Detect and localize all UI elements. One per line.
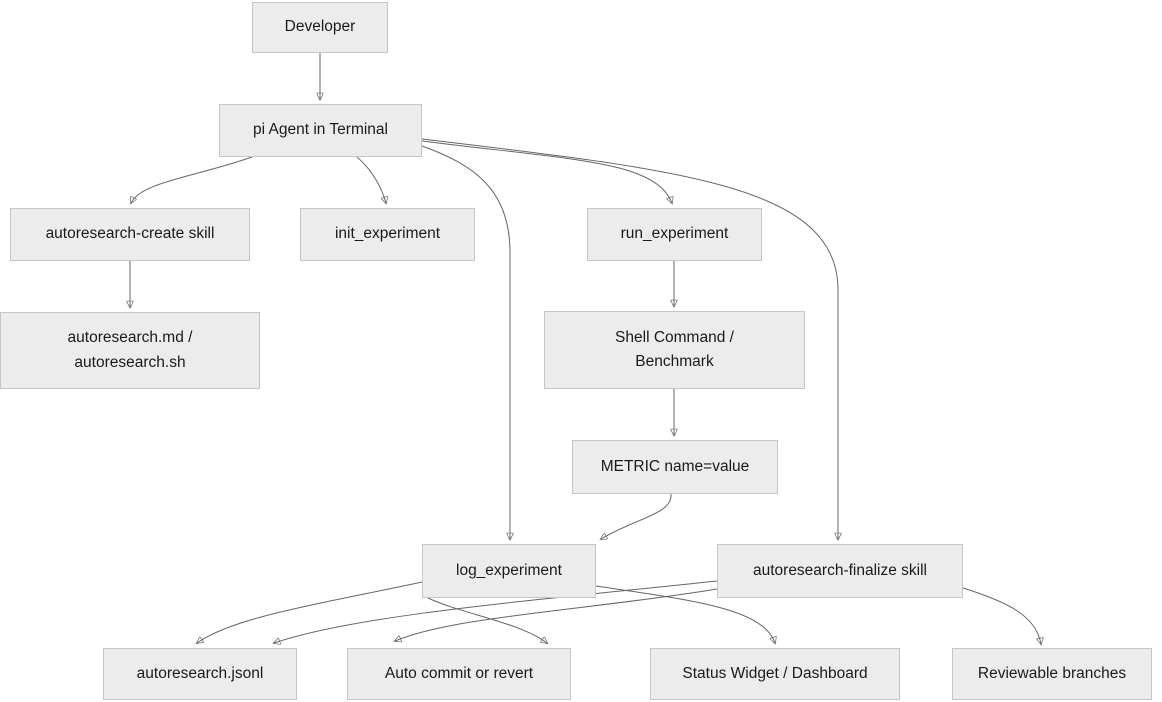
node-md-sh-line1: autoresearch.md / — [67, 329, 193, 347]
edge-pi-agent-to-run — [421, 140, 672, 203]
node-status-widget-label: Status Widget / Dashboard — [682, 664, 868, 682]
node-autoresearch-md-sh: autoresearch.md / autoresearch.sh — [0, 312, 260, 389]
node-shell-line2: Benchmark — [635, 353, 714, 370]
edge-pi-agent-to-init — [356, 156, 386, 203]
edge-log-to-jsonl — [197, 581, 423, 643]
node-init-experiment-label: init_experiment — [334, 225, 441, 243]
node-autoresearch-finalize-skill: autoresearch-finalize skill — [717, 544, 963, 598]
node-metric-label: METRIC name=value — [600, 457, 750, 475]
node-auto-commit-or-revert: Auto commit or revert — [347, 648, 571, 700]
node-developer: Developer — [252, 2, 388, 53]
node-developer-label: Developer — [284, 18, 356, 36]
edge-log-to-status-widget — [595, 585, 775, 643]
node-auto-commit-label: Auto commit or revert — [384, 664, 534, 682]
node-run-experiment: run_experiment — [587, 208, 762, 261]
edge-pi-agent-to-finalize — [421, 138, 838, 539]
node-reviewable-label: Reviewable branches — [977, 664, 1127, 682]
node-init-experiment: init_experiment — [300, 208, 475, 261]
node-run-experiment-label: run_experiment — [620, 225, 729, 243]
edge-finalize-to-jsonl — [274, 580, 718, 643]
node-autoresearch-create-skill: autoresearch-create skill — [10, 208, 250, 261]
edge-metric-to-log — [601, 493, 672, 539]
node-reviewable-branches: Reviewable branches — [952, 648, 1152, 700]
edge-pi-agent-to-log — [421, 145, 510, 539]
node-shell-line1: Shell Command / — [615, 328, 734, 346]
node-autoresearch-jsonl: autoresearch.jsonl — [103, 648, 297, 700]
node-finalize-skill-label: autoresearch-finalize skill — [752, 561, 928, 579]
node-pi-agent-label: pi Agent in Terminal — [253, 121, 388, 139]
edge-log-to-auto-commit — [427, 597, 547, 643]
node-log-experiment-label: log_experiment — [456, 561, 562, 579]
node-metric-name-value: METRIC name=value — [572, 440, 778, 494]
node-md-sh-line2: autoresearch.sh — [74, 353, 186, 371]
node-shell-command-benchmark: Shell Command / Benchmark — [544, 311, 805, 389]
node-log-experiment: log_experiment — [422, 544, 596, 598]
node-pi-agent-in-terminal: pi Agent in Terminal — [219, 104, 422, 157]
node-status-widget-dashboard: Status Widget / Dashboard — [650, 648, 900, 700]
edge-pi-agent-to-create — [131, 156, 253, 203]
edge-finalize-to-reviewable — [962, 587, 1041, 644]
node-create-skill-label: autoresearch-create skill — [45, 225, 215, 243]
node-jsonl-label: autoresearch.jsonl — [136, 664, 264, 682]
edge-finalize-to-auto-commit — [395, 588, 718, 641]
